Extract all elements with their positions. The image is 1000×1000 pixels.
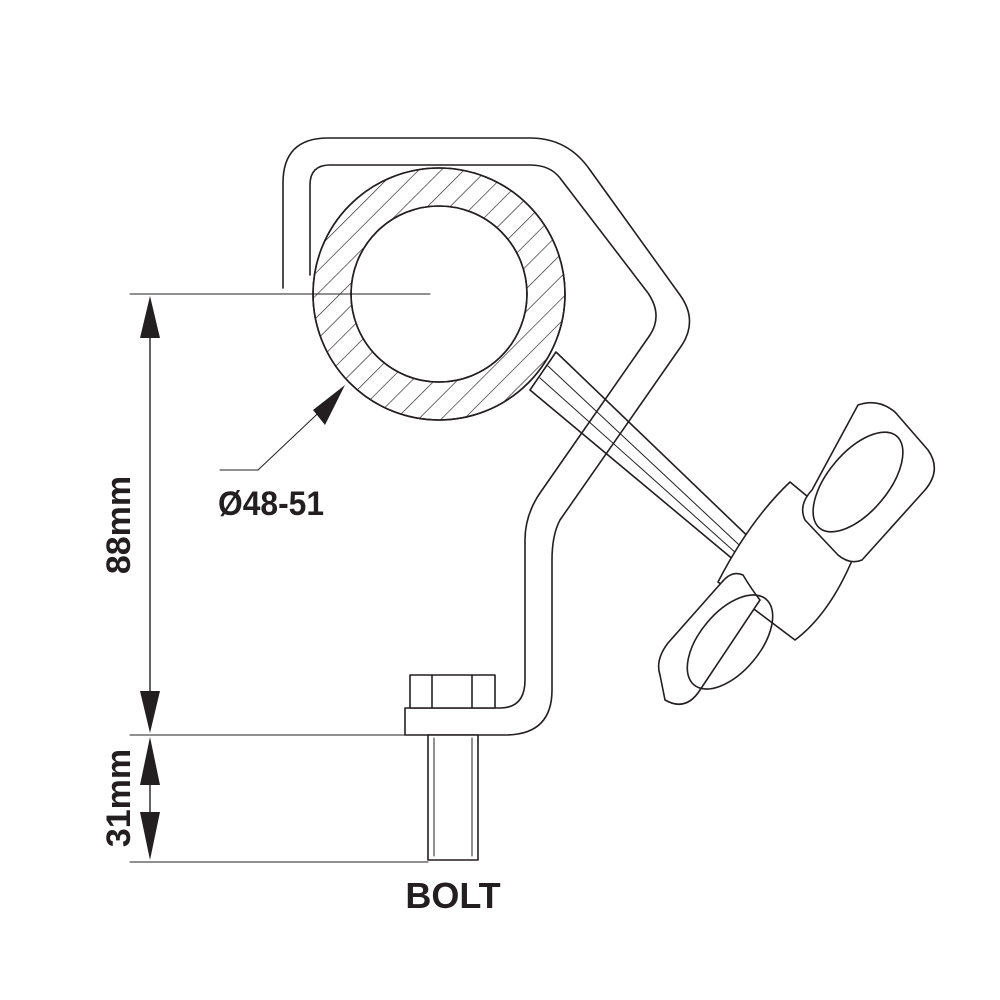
bolt-dimension-line	[140, 737, 160, 860]
diameter-label: Ø48-51	[218, 485, 324, 523]
bolt-label: BOLT	[405, 875, 500, 916]
wing-nut	[657, 401, 936, 706]
height-label: 88mm	[100, 476, 138, 574]
hex-nut	[409, 674, 496, 709]
clamp-body-outline	[282, 137, 691, 736]
diameter-leader	[219, 385, 345, 471]
bolt-length-label: 31mm	[100, 749, 138, 847]
extension-lines	[129, 293, 431, 863]
bolt-shaft	[427, 734, 479, 861]
height-dimension-line	[140, 296, 160, 733]
